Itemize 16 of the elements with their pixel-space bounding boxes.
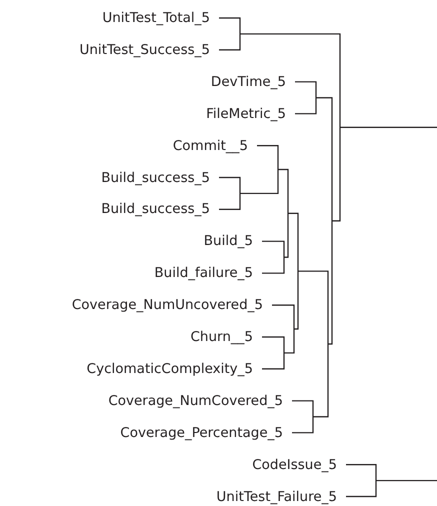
leaf-label: Churn__5	[190, 329, 253, 345]
leaf-label: Build_failure_5	[154, 265, 253, 282]
leaf-label: Commit__5	[172, 138, 248, 154]
leaf-label: DevTime_5	[210, 74, 286, 90]
leaf-label: Build_5	[204, 233, 253, 250]
leaf-label: CyclomaticComplexity_5	[86, 360, 253, 377]
leaf-label: UnitTest_Success_5	[80, 42, 210, 58]
leaf-label: UnitTest_Failure_5	[216, 488, 337, 504]
leaf-label: Coverage_Percentage_5	[120, 424, 283, 441]
leaf-label: Coverage_NumCovered_5	[108, 392, 283, 409]
leaf-label: Coverage_NumUncovered_5	[72, 297, 263, 314]
leaf-label: UnitTest_Total_5	[102, 10, 210, 26]
leaf-label: CodeIssue_5	[252, 456, 337, 473]
leaf-label: Build_success_5	[101, 170, 210, 186]
leaf-label: FileMetric_5	[206, 106, 286, 122]
leaf-label: Build_success_5	[101, 201, 210, 218]
